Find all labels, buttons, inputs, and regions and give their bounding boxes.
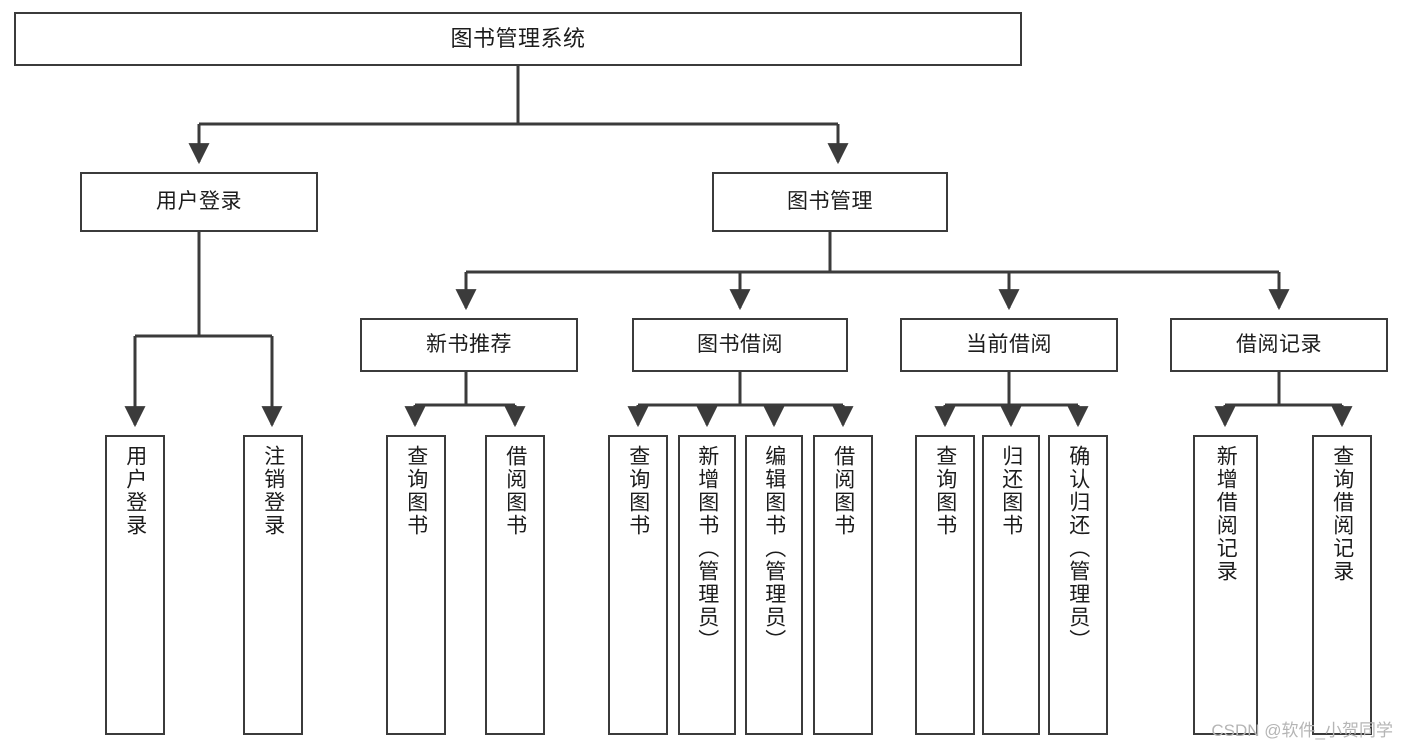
node-label: 图书管理系统: [450, 26, 586, 52]
leaf-borrow-edit-book-admin[interactable]: 编辑图书（管理员）: [745, 435, 803, 735]
node-label: 用户登录: [123, 445, 147, 537]
node-root-system[interactable]: 图书管理系统: [14, 12, 1022, 66]
node-label: 查询图书: [933, 445, 957, 537]
node-label: 用户登录: [156, 189, 242, 213]
node-label: 新增图书（管理员）: [695, 445, 719, 652]
node-current-borrow[interactable]: 当前借阅: [900, 318, 1118, 372]
node-label: 查询借阅记录: [1330, 445, 1354, 583]
leaf-current-return-book[interactable]: 归还图书: [982, 435, 1040, 735]
leaf-record-add-record[interactable]: 新增借阅记录: [1193, 435, 1258, 735]
node-label: 编辑图书（管理员）: [762, 445, 786, 652]
leaf-borrow-query-book[interactable]: 查询图书: [608, 435, 668, 735]
node-label: 确认归还（管理员）: [1066, 445, 1090, 652]
node-label: 查询图书: [626, 445, 650, 537]
leaf-recommend-borrow-book[interactable]: 借阅图书: [485, 435, 545, 735]
node-label: 当前借阅: [966, 332, 1052, 356]
node-book-management[interactable]: 图书管理: [712, 172, 948, 232]
leaf-record-query-record[interactable]: 查询借阅记录: [1312, 435, 1372, 735]
leaf-current-query-book[interactable]: 查询图书: [915, 435, 975, 735]
node-borrow-record[interactable]: 借阅记录: [1170, 318, 1388, 372]
node-label: 图书借阅: [697, 332, 783, 356]
node-book-borrow[interactable]: 图书借阅: [632, 318, 848, 372]
node-label: 新增借阅记录: [1214, 445, 1238, 583]
node-new-book-recommend[interactable]: 新书推荐: [360, 318, 578, 372]
node-label: 新书推荐: [426, 332, 512, 356]
node-label: 图书管理: [787, 189, 873, 213]
node-user-login[interactable]: 用户登录: [80, 172, 318, 232]
leaf-user-logout[interactable]: 注销登录: [243, 435, 303, 735]
node-label: 借阅记录: [1236, 332, 1322, 356]
node-label: 借阅图书: [503, 445, 527, 537]
leaf-borrow-add-book-admin[interactable]: 新增图书（管理员）: [678, 435, 736, 735]
node-label: 查询图书: [404, 445, 428, 537]
leaf-borrow-borrow-book[interactable]: 借阅图书: [813, 435, 873, 735]
leaf-current-confirm-return-admin[interactable]: 确认归还（管理员）: [1048, 435, 1108, 735]
leaf-recommend-query-book[interactable]: 查询图书: [386, 435, 446, 735]
node-label: 注销登录: [261, 445, 285, 537]
node-label: 借阅图书: [831, 445, 855, 537]
node-label: 归还图书: [999, 445, 1023, 537]
csdn-watermark: CSDN @软件_小贺同学: [1211, 721, 1393, 740]
leaf-user-login[interactable]: 用户登录: [105, 435, 165, 735]
